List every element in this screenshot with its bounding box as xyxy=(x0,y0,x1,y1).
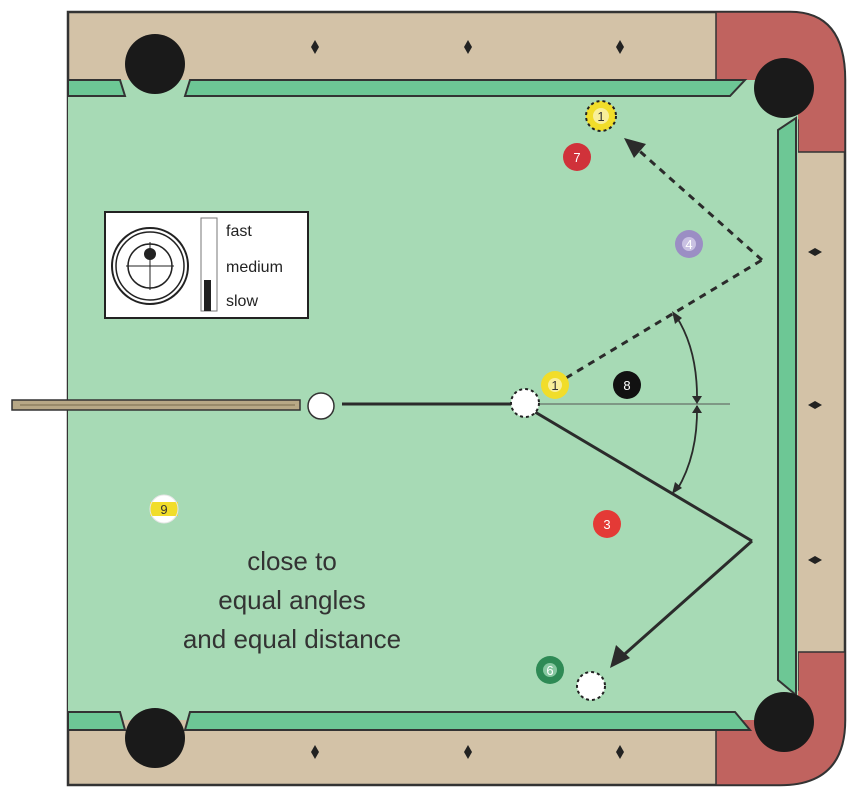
pocket-bottom-right xyxy=(754,692,814,752)
pocket-bottom-left xyxy=(125,708,185,768)
svg-text:7: 7 xyxy=(573,150,580,165)
speed-label-medium: medium xyxy=(226,259,283,276)
shot-legend: fast medium slow xyxy=(105,212,308,318)
cushion-right xyxy=(778,118,796,695)
ball-one-target: 1 xyxy=(586,101,616,131)
svg-text:9: 9 xyxy=(160,502,167,517)
svg-text:1: 1 xyxy=(597,109,604,124)
cue-tip-target-icon xyxy=(112,228,188,304)
cue-ball xyxy=(308,393,334,419)
cue-ball-ghost-contact xyxy=(511,389,539,417)
speed-meter xyxy=(201,218,217,311)
speed-label-slow: slow xyxy=(226,293,258,310)
ball-eight: 8 xyxy=(613,371,641,399)
svg-text:8: 8 xyxy=(623,378,630,393)
cue-stick xyxy=(12,400,300,410)
cue-ball-ghost-final xyxy=(577,672,605,700)
ball-seven: 7 xyxy=(563,143,591,171)
caption-line-1: close to xyxy=(247,546,337,576)
ball-four: 4 xyxy=(675,230,703,258)
ball-six: 6 xyxy=(536,656,564,684)
speed-meter-fill xyxy=(204,280,211,311)
pocket-top-right xyxy=(754,58,814,118)
svg-text:1: 1 xyxy=(551,378,558,393)
ball-one: 1 xyxy=(541,371,569,399)
caption-line-3: and equal distance xyxy=(183,624,401,654)
svg-text:4: 4 xyxy=(685,237,692,252)
caption-line-2: equal angles xyxy=(218,585,365,615)
speed-label-fast: fast xyxy=(226,223,252,240)
ball-nine: 9 xyxy=(150,495,178,523)
pocket-top-left xyxy=(125,34,185,94)
ball-three: 3 xyxy=(593,510,621,538)
svg-text:3: 3 xyxy=(603,517,610,532)
svg-text:6: 6 xyxy=(546,663,553,678)
